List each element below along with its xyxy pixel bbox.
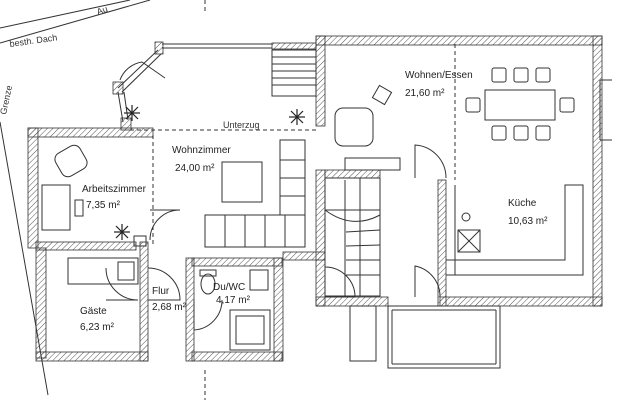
wall-bay-top bbox=[271, 42, 317, 50]
site-lines bbox=[0, 0, 206, 400]
room-area-wohnen-essen: 21,60 m² bbox=[405, 88, 445, 99]
wall-gaeste-left bbox=[35, 247, 47, 359]
wall-right-left-lower bbox=[315, 169, 326, 307]
room-name-arbeitszimmer: Arbeitszimmer bbox=[82, 184, 147, 195]
furniture bbox=[41, 67, 575, 285]
wall-stair-top bbox=[324, 169, 381, 179]
room-area-gaeste: 6,23 m² bbox=[80, 322, 115, 333]
dining-table bbox=[484, 89, 556, 121]
room-area-arbeitszimmer: 7,35 m² bbox=[86, 200, 121, 211]
wall-right-bottom-left bbox=[315, 296, 389, 307]
wall-flur-left bbox=[139, 241, 149, 362]
note-beam: Unterzug bbox=[223, 120, 260, 130]
sofa bbox=[204, 214, 306, 248]
wall-right-right bbox=[592, 35, 603, 307]
room-name-kueche: Küche bbox=[508, 198, 537, 209]
room-area-wohnzimmer: 24,00 m² bbox=[175, 163, 215, 174]
desk bbox=[41, 184, 71, 231]
wall-right-left bbox=[315, 35, 326, 127]
room-area-flur: 2,68 m² bbox=[152, 302, 187, 313]
plant-icon bbox=[124, 105, 140, 121]
room-area-kueche: 10,63 m² bbox=[508, 216, 548, 227]
wall-arbeit-left bbox=[27, 127, 39, 249]
wall-stair-right bbox=[437, 179, 447, 307]
wall-flur-right bbox=[185, 257, 195, 362]
bed bbox=[67, 257, 139, 285]
note-top-right: Au bbox=[95, 4, 109, 17]
labels: besth. Dach Au Grenze Unterzug Wohnzimme… bbox=[0, 4, 548, 333]
wall-right-bottom bbox=[439, 296, 603, 307]
wall-bath-top bbox=[191, 257, 283, 267]
room-name-flur: Flur bbox=[152, 286, 170, 297]
room-area-duwc: 4,17 m² bbox=[216, 295, 251, 306]
coffee-table bbox=[221, 161, 263, 203]
wall-arbeit-top bbox=[27, 127, 154, 138]
wall-right-top bbox=[315, 35, 603, 46]
wall-bay-post3 bbox=[120, 117, 132, 131]
note-existing-roof: besth. Dach bbox=[9, 32, 58, 49]
plant-icon bbox=[114, 224, 130, 240]
walls bbox=[27, 35, 603, 362]
structure-lines bbox=[117, 43, 612, 369]
note-boundary: Grenze bbox=[0, 84, 14, 115]
armchair bbox=[334, 107, 374, 147]
wall-bath-right bbox=[273, 257, 284, 362]
wall-living-bottom bbox=[282, 251, 326, 261]
wall-gaeste-bottom bbox=[35, 351, 149, 362]
plants bbox=[114, 105, 305, 240]
room-name-wohnen-essen: Wohnen/Essen bbox=[405, 70, 473, 81]
room-name-wohnzimmer: Wohnzimmer bbox=[172, 145, 231, 156]
plant-icon bbox=[289, 109, 305, 125]
room-name-gaeste: Gäste bbox=[80, 306, 107, 317]
wall-arbeit-bottom bbox=[35, 241, 137, 251]
wall-bath-bottom bbox=[191, 351, 283, 362]
doors bbox=[105, 61, 447, 331]
room-name-duwc: Du/WC bbox=[213, 282, 245, 293]
